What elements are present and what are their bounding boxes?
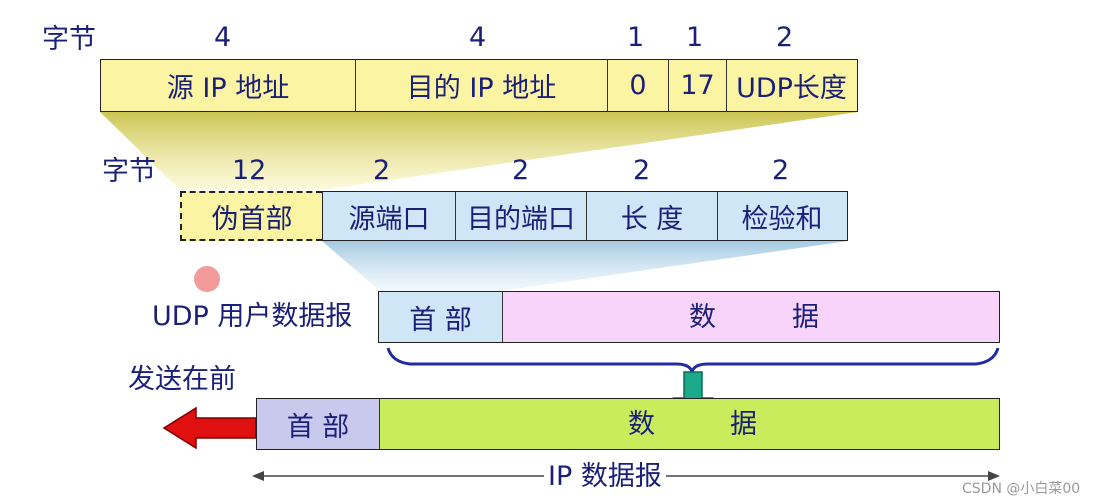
ip-datagram-data: 数 据 <box>380 399 999 449</box>
udp-header-text: 首 部 <box>409 304 472 336</box>
field-checksum: 检验和 <box>717 192 846 240</box>
watermark: CSDN @小白菜00 <box>962 481 1081 497</box>
ip-datagram-header: 首 部 <box>257 399 380 449</box>
field-dst-port: 目的端口 <box>455 192 586 240</box>
pseudo-header-label: 伪首部 <box>211 203 293 235</box>
udp-datagram-bar: 首 部 数 据 <box>378 291 1000 343</box>
data-char: 据 <box>792 302 819 333</box>
field-udp-length: UDP长度 <box>726 60 856 111</box>
field-dst-ip: 目的 IP 地址 <box>355 60 607 111</box>
field-src-ip: 源 IP 地址 <box>166 73 290 104</box>
byte-count: 4 <box>469 22 487 53</box>
udp-datagram-label: UDP 用户数据报 <box>152 301 353 332</box>
data-char: 数 <box>689 302 716 333</box>
curly-brace <box>386 347 1000 373</box>
byte-count: 2 <box>633 155 651 186</box>
byte-count: 1 <box>686 22 704 53</box>
byte-count: 2 <box>772 155 790 186</box>
blue-funnel <box>322 241 848 291</box>
bytes-label-row2: 字节 <box>102 156 156 187</box>
data-char: 数 <box>628 409 655 440</box>
data-char: 据 <box>730 409 757 440</box>
ip-datagram-label: IP 数据报 <box>544 463 666 490</box>
byte-count: 1 <box>627 22 645 53</box>
byte-count: 2 <box>512 155 530 186</box>
field-zero: 0 <box>607 60 668 111</box>
send-first-label: 发送在前 <box>128 364 236 395</box>
ip-header-text: 首 部 <box>286 411 350 443</box>
ip-pseudo-header-bar: 源 IP 地址 目的 IP 地址 0 17 UDP长度 <box>100 59 858 112</box>
pointer-dot <box>194 266 220 292</box>
span-left-arrowhead <box>252 471 264 481</box>
pseudo-header-box: 伪首部 <box>180 191 322 241</box>
field-src-port: 源端口 <box>348 203 430 235</box>
span-right-arrowhead <box>988 471 1000 481</box>
byte-count: 4 <box>214 22 232 53</box>
udp-datagram-header: 首 部 <box>379 292 503 342</box>
yellow-funnel <box>100 112 858 190</box>
byte-count: 2 <box>776 22 794 53</box>
byte-count: 2 <box>373 155 391 186</box>
send-arrow-icon <box>162 406 257 450</box>
bytes-label-row1: 字节 <box>42 24 96 55</box>
ip-datagram-bar: 首 部 数 据 <box>256 398 1000 450</box>
field-length: 长 度 <box>586 192 717 240</box>
field-protocol: 17 <box>668 60 726 111</box>
byte-count: 12 <box>232 155 267 186</box>
udp-datagram-data: 数 据 <box>503 292 999 342</box>
udp-header-bar: 源端口 目的端口 长 度 检验和 <box>322 191 848 241</box>
